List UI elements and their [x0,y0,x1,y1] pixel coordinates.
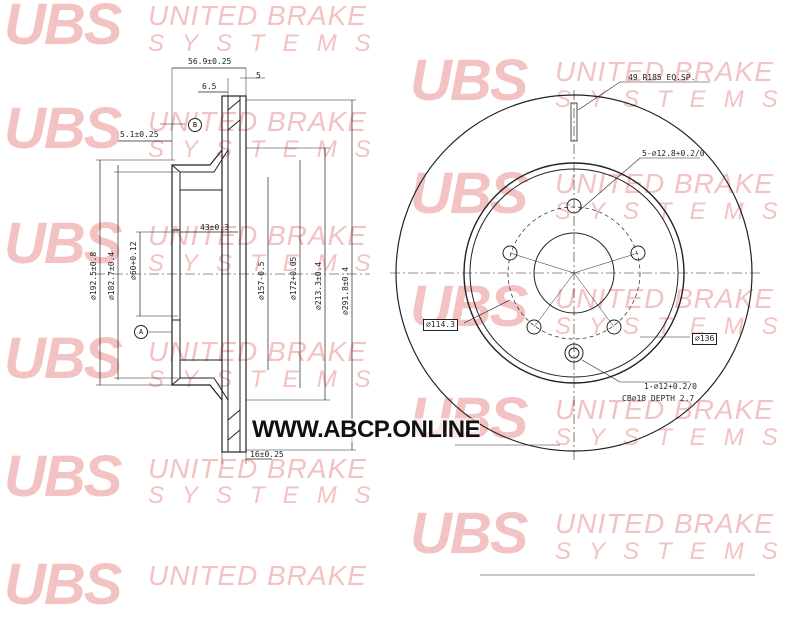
dim-diameter-7: ⌀291.8±0.4 [341,266,350,315]
dim-diameter-6: ⌀213.3±0.4 [314,261,323,310]
label-pcd: ⌀114.3 [423,319,458,331]
dim-diameter-3: ⌀60+0.12 [129,241,138,280]
dim-hub-height: 43±0.3 [200,223,229,232]
dim-flange: 5.1±0.25 [120,130,159,139]
website-watermark: WWW.ABCP.ONLINE [252,416,481,443]
dim-diameter-1: ⌀192.5±0.8 [89,251,98,300]
dim-overall-width: 56.9±0.25 [188,57,232,66]
drawing-stage: UBS UNITED BRAKE SYSTEMS UBS UNITED BRAK… [4,0,778,614]
label-bolt-holes: 5-⌀12.8+0.2/0 [642,149,705,158]
dim-vent-offset: 6.5 [202,82,217,91]
dim-diameter-5: ⌀172+0.05 [289,256,298,300]
technical-drawing [95,67,760,576]
datum-b-marker: B [188,118,202,132]
label-slots: 49 R185 EQ.SP. [628,73,696,82]
dim-diameter-4: ⌀157-0.5 [257,261,266,300]
label-pcd-2: ⌀136 [692,333,718,345]
dim-hat-depth: 5 [256,71,261,80]
dim-diameter-2: ⌀182.7±0.4 [107,251,116,300]
datum-a-marker: A [134,325,148,339]
label-counterbore: CB⌀18 DEPTH 2.7 [622,394,695,403]
dim-disc-thickness: 16±0.25 [250,450,284,459]
front-view-disc [390,90,760,460]
label-pilot-hole: 1-⌀12+0.2/0 [644,382,697,391]
